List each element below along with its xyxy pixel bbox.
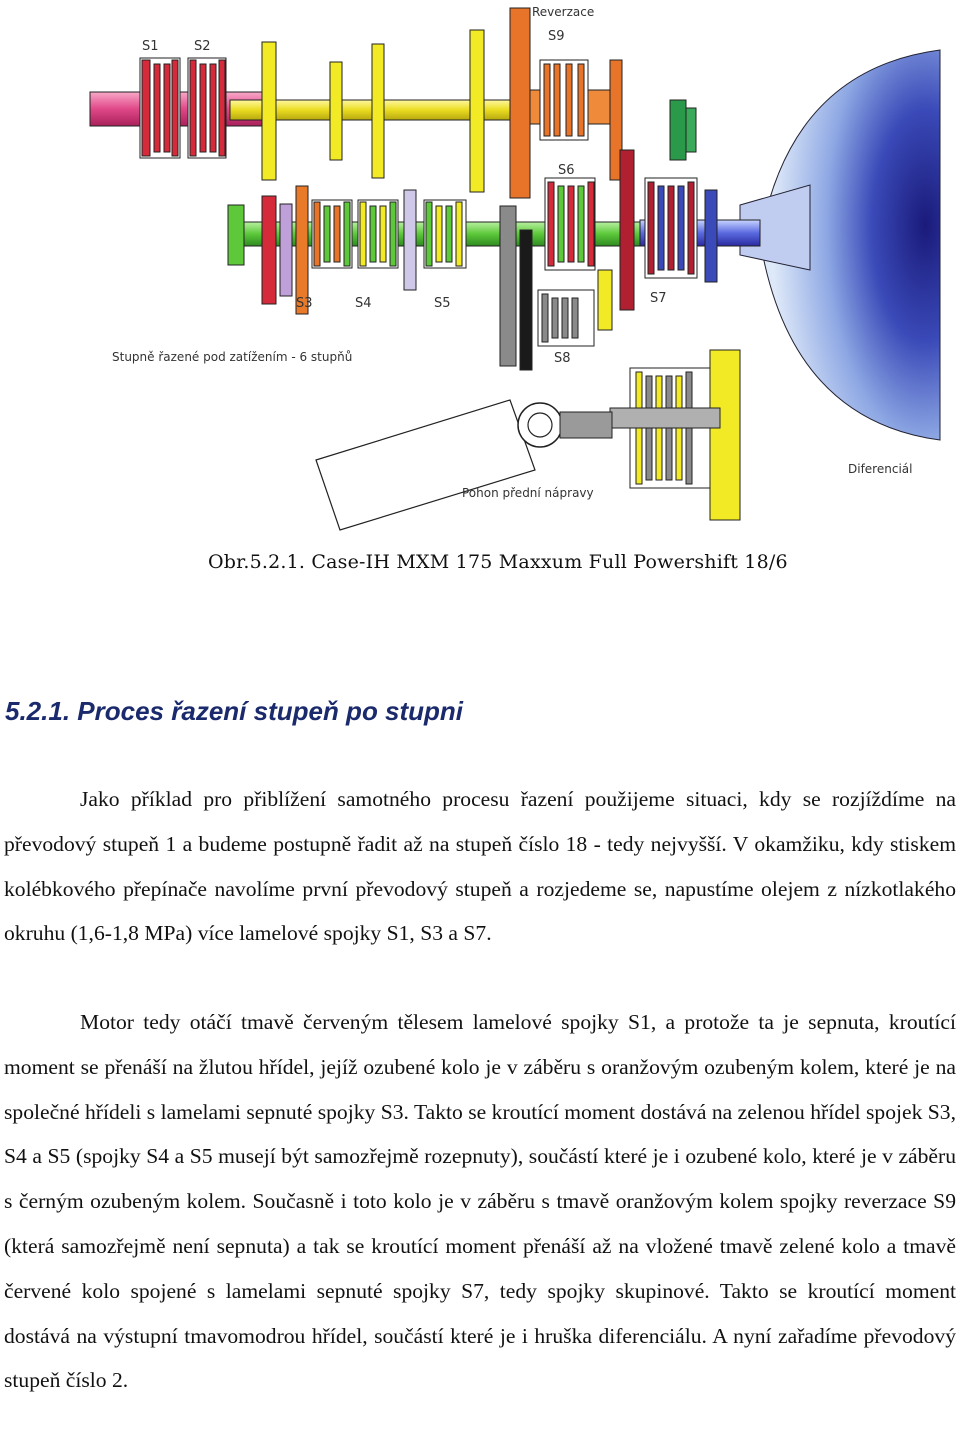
figure-caption: Obr.5.2.1. Case-IH MXM 175 Maxxum Full P… xyxy=(208,551,788,573)
transmission-diagram: S1 S2 Reverzace S9 S6 S3 S4 S5 S7 S8 Stu… xyxy=(0,0,960,610)
label-diferencial: Diferenciál xyxy=(848,462,912,476)
label-s7: S7 xyxy=(650,291,667,306)
label-s1: S1 xyxy=(142,39,159,54)
label-s6: S6 xyxy=(558,163,575,178)
section-number: 5.2.1. xyxy=(5,696,71,726)
front-axle-clutch xyxy=(609,349,741,521)
clutch-s6 xyxy=(544,177,596,271)
clutch-s4 xyxy=(357,199,399,269)
label-reverzace: Reverzace xyxy=(532,5,594,19)
clutch-s8 xyxy=(537,289,595,347)
clutch-s1 xyxy=(139,57,181,159)
section-title: Proces řazení stupeň po stupni xyxy=(77,696,464,726)
clutch-s2 xyxy=(187,57,227,159)
front-axle-shaft xyxy=(315,399,613,531)
gearbox-schematic: S1 S2 Reverzace S9 S6 S3 S4 S5 S7 S8 Stu… xyxy=(89,5,941,531)
label-s4: S4 xyxy=(355,296,372,311)
label-s3: S3 xyxy=(296,296,313,311)
label-s9: S9 xyxy=(548,29,565,44)
label-s8: S8 xyxy=(554,351,571,366)
section-heading: 5.2.1. Proces řazení stupeň po stupni xyxy=(5,696,463,727)
label-s2: S2 xyxy=(194,39,211,54)
differential xyxy=(739,49,941,441)
paragraph-2: Motor tedy otáčí tmavě červeným tělesem … xyxy=(4,1010,956,1393)
label-pohon: Pohon přední nápravy xyxy=(462,486,594,500)
label-s5: S5 xyxy=(434,296,451,311)
paragraph-1: Jako příklad pro přiblížení samotného pr… xyxy=(4,787,956,946)
clutch-s7 xyxy=(644,177,698,279)
clutch-s3 xyxy=(311,199,353,269)
clutch-s5 xyxy=(423,199,467,269)
clutch-s9 xyxy=(509,7,697,199)
label-stupne: Stupně řazené pod zatížením - 6 stupňů xyxy=(112,350,352,364)
